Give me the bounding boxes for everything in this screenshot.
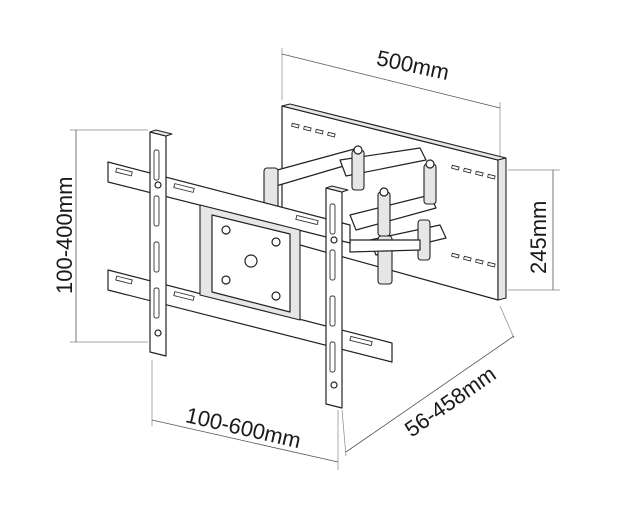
dimension-wall-plate-height: 245mm — [508, 169, 560, 291]
label-56-458mm: 56-458mm — [400, 361, 500, 442]
wall-plate-slots — [291, 122, 496, 268]
label-500mm: 500mm — [375, 45, 452, 85]
articulating-arms — [263, 145, 447, 285]
dimension-extension: 56-458mm — [341, 305, 515, 457]
horizontal-rails — [107, 161, 393, 363]
vertical-straps — [149, 129, 349, 409]
label-100-400mm: 100-400mm — [52, 177, 77, 294]
wall-plate — [281, 103, 507, 301]
rail-slots — [115, 167, 373, 347]
label-100-600mm: 100-600mm — [183, 402, 303, 453]
label-245mm: 245mm — [526, 201, 551, 274]
center-bracket — [199, 204, 301, 321]
dimension-vesa-vertical: 100-400mm — [52, 129, 148, 343]
dimension-vesa-horizontal: 100-600mm — [151, 360, 339, 470]
